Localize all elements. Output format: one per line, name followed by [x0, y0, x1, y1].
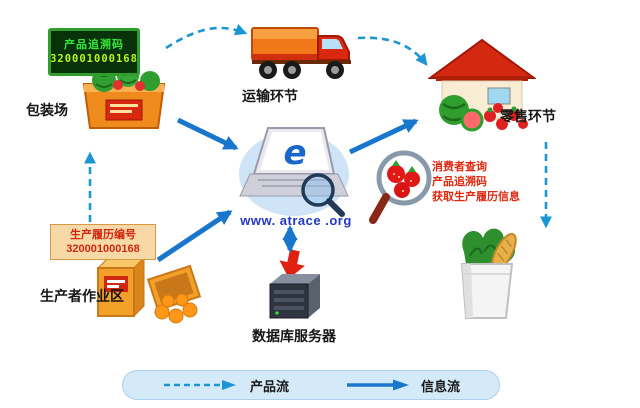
history-number-title: 生产履历编号	[70, 229, 136, 241]
product-flow-label: 产品流	[249, 378, 289, 394]
history-number-box: 生产履历编号 320001000168	[50, 224, 156, 260]
trace-code-display: 产品追溯码 320001000168	[48, 28, 140, 76]
product-flow-arrow-icon	[163, 380, 236, 390]
grocery-bag-icon	[460, 228, 517, 319]
trace-code-value: 320001000168	[50, 53, 138, 65]
magnifier-strawberry-icon	[369, 150, 432, 224]
consumer-query-line1: 消费者查询	[432, 161, 487, 173]
database-label: 数据库服务器	[252, 328, 336, 344]
consumer-query-line3: 获取生产履历信息	[432, 191, 520, 203]
consumer-query-text: 消费者查询 产品追溯码 获取生产履历信息	[432, 160, 520, 205]
svg-text:e: e	[283, 133, 306, 173]
arrow-transport-to-retail	[357, 36, 428, 66]
laptop-portal-icon: e	[239, 127, 349, 217]
history-number-value: 320001000168	[66, 243, 140, 255]
producer-crates-icon	[96, 256, 202, 324]
retail-label: 零售环节	[500, 108, 556, 124]
packing-label: 包装场	[26, 102, 68, 118]
info-flow-arrow-icon	[347, 379, 409, 391]
arrow-packing-to-portal	[176, 117, 239, 151]
info-flow-label: 信息流	[421, 378, 461, 394]
trace-code-title: 产品追溯码	[64, 39, 124, 51]
legend-bar: 产品流 信息流	[122, 370, 500, 400]
consumer-query-line2: 产品追溯码	[432, 176, 487, 188]
database-server-icon	[269, 250, 320, 319]
arrow-packing-to-transport	[165, 23, 248, 50]
truck-icon	[251, 27, 351, 79]
retail-store-icon	[428, 38, 536, 132]
portal-url-label: www. atrace .org	[240, 213, 352, 228]
transport-label: 运输环节	[242, 88, 298, 104]
producer-label: 生产者作业区	[40, 288, 124, 304]
